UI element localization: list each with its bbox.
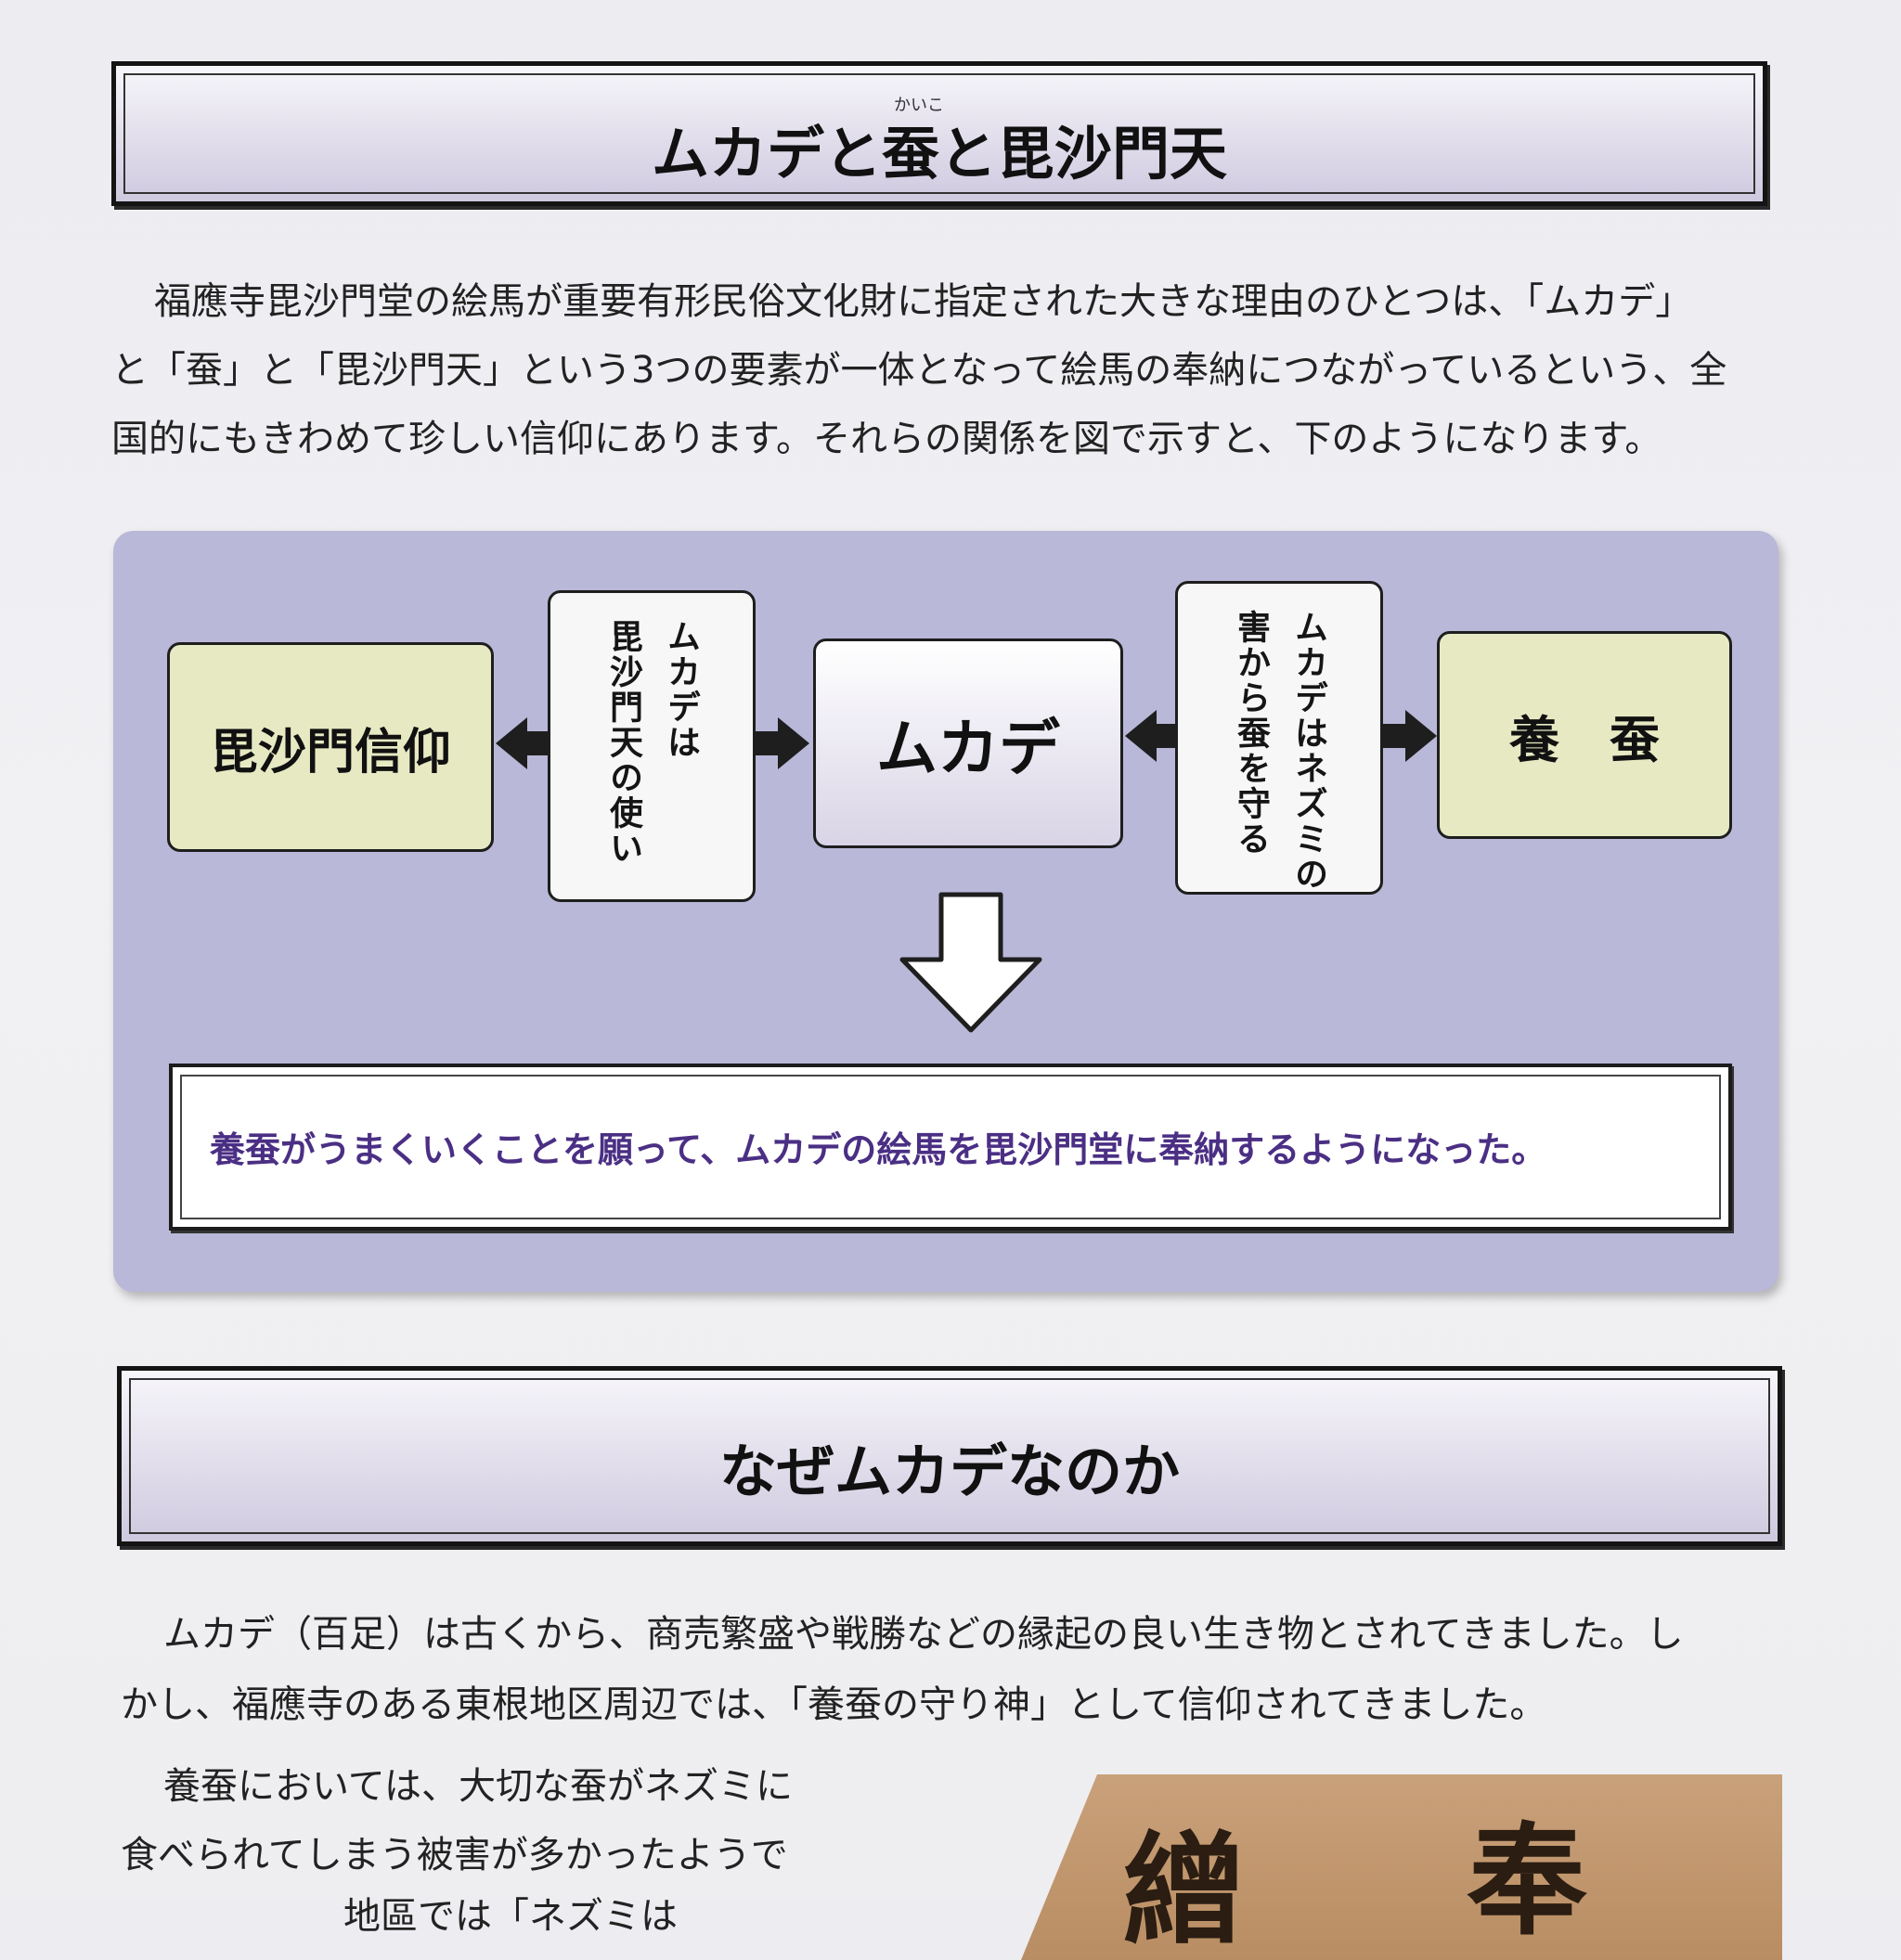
- note-line: 害から蚕を守る: [1232, 610, 1270, 857]
- body-line-1: ムカデ（百足）は古くから、商売繁盛や戦勝などの縁起の良い生き物とされてきました。…: [163, 1613, 1684, 1656]
- plaque-glyph: 奉: [1467, 1810, 1588, 1952]
- note-centipede-messenger: ムカデは 毘沙門天の使い: [548, 590, 756, 902]
- body-line-4: 食べられてしまう被害が多かったようで: [121, 1834, 788, 1876]
- plaque-glyph: 繒: [1123, 1819, 1245, 1960]
- body-line-2: かし、福應寺のある東根地区周辺では、「養蚕の守り神」として信仰されてきました。: [121, 1683, 1547, 1726]
- node-sericulture: 養 蚕: [1437, 631, 1732, 839]
- arrow-left-icon: [1125, 710, 1157, 762]
- conclusion-text: 養蚕がうまくいくことを願って、ムカデの絵馬を毘沙門堂に奉納するようになった。: [210, 1129, 1547, 1170]
- conclusion-box: 養蚕がうまくいくことを願って、ムカデの絵馬を毘沙門堂に奉納するようになった。: [169, 1064, 1732, 1231]
- section-title-2: なぜムカデなのか: [718, 1438, 1180, 1505]
- node-bishamon-faith: 毘沙門信仰: [167, 642, 494, 852]
- intro-line-1: 福應寺毘沙門堂の絵馬が重要有形民俗文化財に指定された大きな理由のひとつは、「ムカ…: [154, 280, 1693, 323]
- arrow-right-shaft: [756, 731, 780, 755]
- arrow-right-icon: [778, 717, 809, 769]
- note-line: ムカデは: [662, 619, 700, 760]
- body-line-3: 養蚕においては、大切な蚕がネズミに: [163, 1765, 793, 1808]
- title-ruby: かいこ: [894, 96, 944, 115]
- section-title-banner-2: なぜムカデなのか: [117, 1366, 1782, 1546]
- section-title: ムカデと蚕と毘沙門天: [651, 120, 1227, 187]
- ema-plaque-photo: 繒 奉: [1021, 1774, 1782, 1960]
- note-centipede-protects: ムカデはネズミの 害から蚕を守る: [1175, 581, 1383, 895]
- section-title-banner: かいこ ムカデと蚕と毘沙門天: [111, 61, 1767, 206]
- arrow-right-shaft: [1383, 724, 1407, 748]
- relationship-diagram: 毘沙門信仰 ムカデは 毘沙門天の使い ムカデ ムカデはネズミの 害から蚕を守る …: [113, 531, 1778, 1292]
- note-line: ムカデはネズミの: [1289, 610, 1327, 892]
- down-arrow-icon: [899, 892, 1042, 1033]
- node-centipede: ムカデ: [813, 638, 1123, 848]
- body-line-5: 地區では「ネズミは: [121, 1895, 678, 1938]
- note-line: 毘沙門天の使い: [604, 619, 642, 866]
- arrow-left-icon: [496, 717, 527, 769]
- intro-line-3: 国的にもきわめて珍しい信仰にあります。それらの関係を図で示すと、下のようになりま…: [111, 418, 1662, 460]
- arrow-right-icon: [1405, 710, 1437, 762]
- intro-line-2: と「蚕」と「毘沙門天」という3つの要素が一体となって絵馬の奉納につながっていると…: [111, 349, 1727, 392]
